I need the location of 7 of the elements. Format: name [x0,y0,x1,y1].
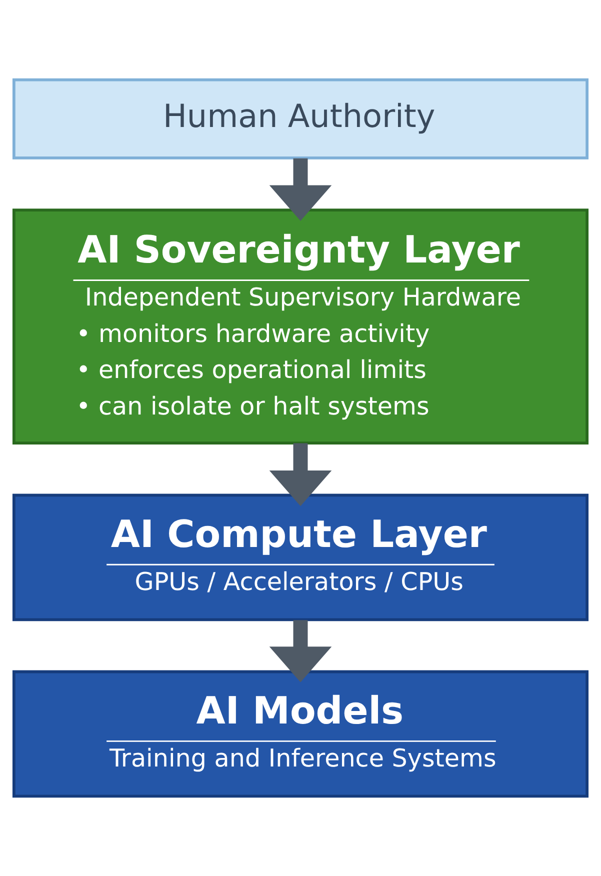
arrow [269,158,332,221]
node-box: Human Authority [12,78,589,160]
node-box: AI Sovereignty Layer Independent Supervisory Hardware • monitors hardware activity • enforces operational limits • can isolate or halt systems [12,208,589,445]
node-box: AI Compute Layer GPUs / Accelerators / CPUs [12,494,589,622]
arrow [269,443,332,506]
arrow [269,620,332,682]
node-box: AI Models Training and Inference Systems [12,670,589,798]
